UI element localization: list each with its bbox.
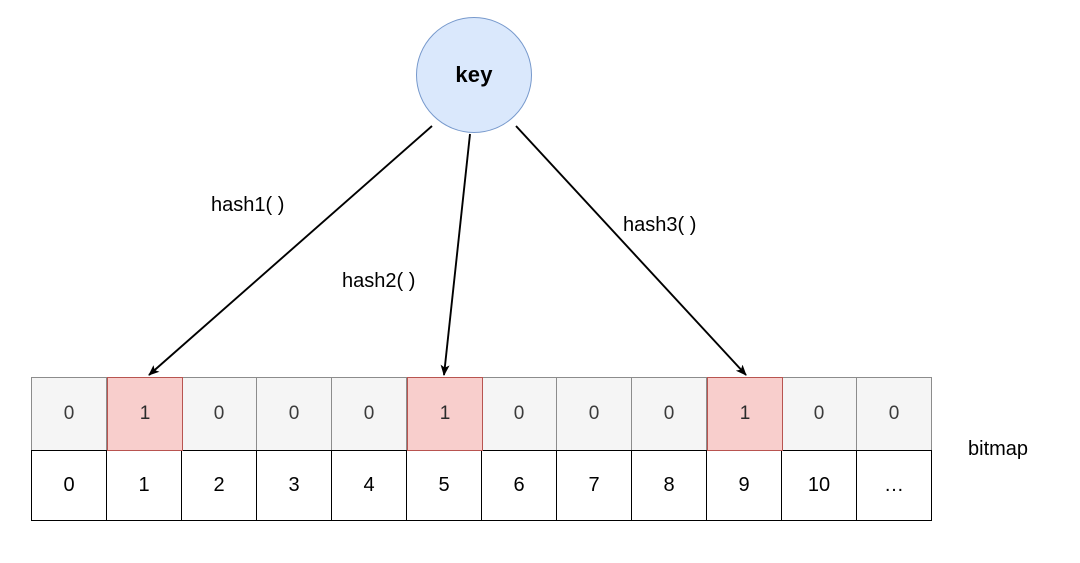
hash2-label: hash2( ) xyxy=(342,270,416,292)
bitmap-bit-row: 0 1 0 0 0 1 0 0 0 1 0 0 xyxy=(31,377,932,451)
bitmap-caption: bitmap xyxy=(968,438,1029,460)
bitmap-table: 0 1 0 0 0 1 0 0 0 1 0 0 0 1 2 3 4 5 6 7 … xyxy=(31,377,932,521)
bit-cell-7: 0 xyxy=(557,378,632,450)
bitmap-index-row: 0 1 2 3 4 5 6 7 8 9 10 … xyxy=(31,450,932,521)
index-cell-4: 4 xyxy=(332,451,407,520)
index-cell-7: 7 xyxy=(557,451,632,520)
bit-cell-2: 0 xyxy=(182,378,257,450)
bit-cell-10: 0 xyxy=(782,378,857,450)
bit-cell-0: 0 xyxy=(32,378,107,450)
index-cell-2: 2 xyxy=(182,451,257,520)
key-node: key xyxy=(416,17,532,133)
bit-cell-9: 1 xyxy=(707,377,783,451)
index-cell-0: 0 xyxy=(32,451,107,520)
hash1-label: hash1( ) xyxy=(211,194,285,216)
index-cell-6: 6 xyxy=(482,451,557,520)
key-node-label: key xyxy=(455,62,493,87)
index-cell-ellipsis: … xyxy=(857,451,931,520)
bit-cell-3: 0 xyxy=(257,378,332,450)
bit-cell-5: 1 xyxy=(407,377,483,451)
index-cell-10: 10 xyxy=(782,451,857,520)
hash3-edge xyxy=(515,125,747,376)
bit-cell-1: 1 xyxy=(107,377,183,451)
index-cell-1: 1 xyxy=(107,451,182,520)
bit-cell-8: 0 xyxy=(632,378,707,450)
hash3-label: hash3( ) xyxy=(623,214,697,236)
index-cell-3: 3 xyxy=(257,451,332,520)
bit-cell-6: 0 xyxy=(482,378,557,450)
bit-cell-4: 0 xyxy=(332,378,407,450)
index-cell-5: 5 xyxy=(407,451,482,520)
hash2-edge xyxy=(440,133,471,376)
index-cell-9: 9 xyxy=(707,451,782,520)
hash1-edge xyxy=(148,125,433,376)
index-cell-8: 8 xyxy=(632,451,707,520)
bit-cell-11: 0 xyxy=(857,378,931,450)
